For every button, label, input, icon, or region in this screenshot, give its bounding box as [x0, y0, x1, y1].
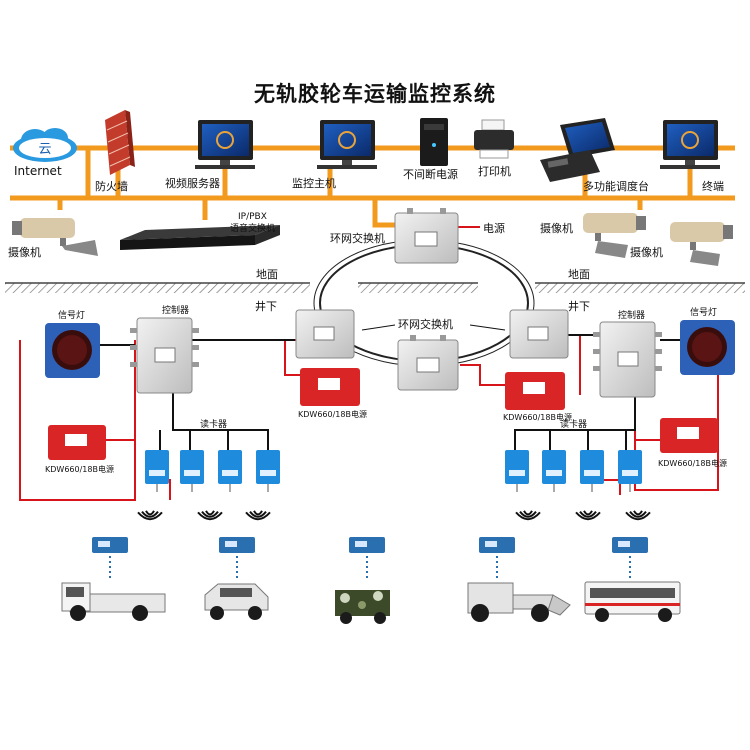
dispatch-console-label: 多功能调度台 — [583, 179, 649, 193]
ring-switch-top-label: 环网交换机 — [330, 231, 385, 245]
vehicle-tag-icon — [219, 537, 255, 580]
psu-right-side-icon — [660, 418, 718, 453]
internet-cloud — [13, 128, 77, 162]
ring-switch-bottom-icon — [397, 335, 459, 391]
wireless-wave-icon — [515, 510, 541, 521]
camera-right2-icon — [670, 222, 733, 266]
ring-switch-label: 环网交换机 — [398, 317, 453, 331]
wireless-wave-icon — [575, 510, 601, 521]
internet-label: Internet — [14, 164, 62, 178]
signal-lamp-left-icon — [45, 323, 100, 378]
diagram-title: 无轨胶轮车运输监控系统 — [254, 82, 496, 106]
monitor-host-label: 监控主机 — [292, 176, 336, 190]
signal-lamp-right-icon — [680, 320, 735, 375]
video-server-label: 视频服务器 — [165, 176, 220, 190]
vehicle-tag-icon — [612, 537, 648, 580]
ring-switch-arrow-left — [361, 324, 396, 331]
wireless-signals — [137, 510, 651, 521]
card-reader-icon — [145, 450, 169, 492]
psu-left-ring-icon — [300, 368, 360, 406]
underground-label-left: 井下 — [255, 299, 277, 313]
wireless-wave-icon — [137, 510, 163, 521]
voice-switch-label: 语音交换机 — [230, 222, 275, 234]
vehicle-camouflage-truck — [335, 590, 390, 624]
card-reader-icon — [580, 450, 604, 492]
psu-right-ring-icon — [505, 372, 565, 410]
vehicle-loader — [467, 582, 571, 622]
pbx-label: IP/PBX — [238, 212, 267, 222]
card-reader-icon — [180, 450, 204, 492]
psu-left-side-label: KDW660/18B电源 — [45, 464, 114, 474]
controller-left-label: 控制器 — [162, 304, 189, 316]
printer-label: 打印机 — [478, 164, 511, 178]
vehicle-tag-icon — [479, 537, 515, 580]
ground-label-left: 地面 — [256, 268, 278, 281]
controller-right-icon — [593, 321, 662, 398]
card-reader-icon — [542, 450, 566, 492]
monitor-host-computer-icon — [317, 120, 377, 169]
wireless-wave-icon — [245, 510, 271, 521]
dispatch-console-icon — [540, 118, 615, 182]
ring-switch-arrow-right — [469, 324, 506, 331]
reader-left-label: 读卡器 — [200, 418, 227, 430]
vehicle-flatbed-truck — [61, 582, 166, 621]
camera-left-icon — [12, 218, 98, 256]
card-reader-icon — [218, 450, 242, 492]
psu-left-side-icon — [48, 425, 106, 460]
ring-switch-left-icon — [295, 309, 355, 359]
video-server-computer-icon — [195, 120, 255, 169]
signal-lamp-left-label: 信号灯 — [58, 309, 85, 321]
vehicle-tag-icon — [92, 537, 128, 580]
controller-left-icon — [130, 317, 199, 394]
printer-icon — [474, 119, 514, 159]
terminal-computer-icon — [660, 120, 720, 169]
wireless-wave-icon — [197, 510, 223, 521]
card-readers — [145, 450, 642, 492]
ring-switch-right-icon — [509, 309, 569, 359]
ground-line — [5, 282, 745, 293]
ring-switch-feed — [372, 198, 395, 228]
ground-label-right: 地面 — [568, 268, 590, 281]
terminal-label: 终端 — [702, 179, 724, 193]
card-reader-icon — [505, 450, 529, 492]
vehicle-tag-icon — [349, 537, 385, 580]
camera-left-label: 摄像机 — [8, 245, 41, 259]
underground-label-right: 井下 — [568, 299, 590, 313]
firewall-icon — [105, 110, 135, 175]
voice-switch-icon — [120, 225, 280, 250]
camera-right1-icon — [583, 213, 646, 258]
power-label: 电源 — [483, 221, 505, 235]
ring-switch-top-icon — [394, 208, 459, 264]
psu-right-ring-label: KDW660/18B电源 — [503, 412, 572, 422]
ups-icon — [420, 118, 448, 166]
camera-right2-label: 摄像机 — [630, 245, 663, 259]
psu-right-side-label: KDW660/18B电源 — [658, 458, 727, 468]
card-reader-icon — [618, 450, 642, 492]
controller-right-label: 控制器 — [618, 309, 645, 321]
vehicle-tags — [92, 537, 648, 580]
wireless-wave-icon — [625, 510, 651, 521]
camera-right1-label: 摄像机 — [540, 221, 573, 235]
reader-right-label: 读卡器 — [560, 418, 587, 430]
signal-lamp-right-label: 信号灯 — [690, 306, 717, 318]
vehicle-suv — [204, 583, 269, 620]
psu-left-ring-label: KDW660/18B电源 — [298, 409, 367, 419]
vehicle-personnel-van — [584, 581, 681, 622]
cloud-label: 云 — [38, 142, 51, 157]
card-reader-icon — [256, 450, 280, 492]
firewall-label: 防火墙 — [95, 179, 128, 193]
ups-label: 不间断电源 — [403, 167, 458, 181]
